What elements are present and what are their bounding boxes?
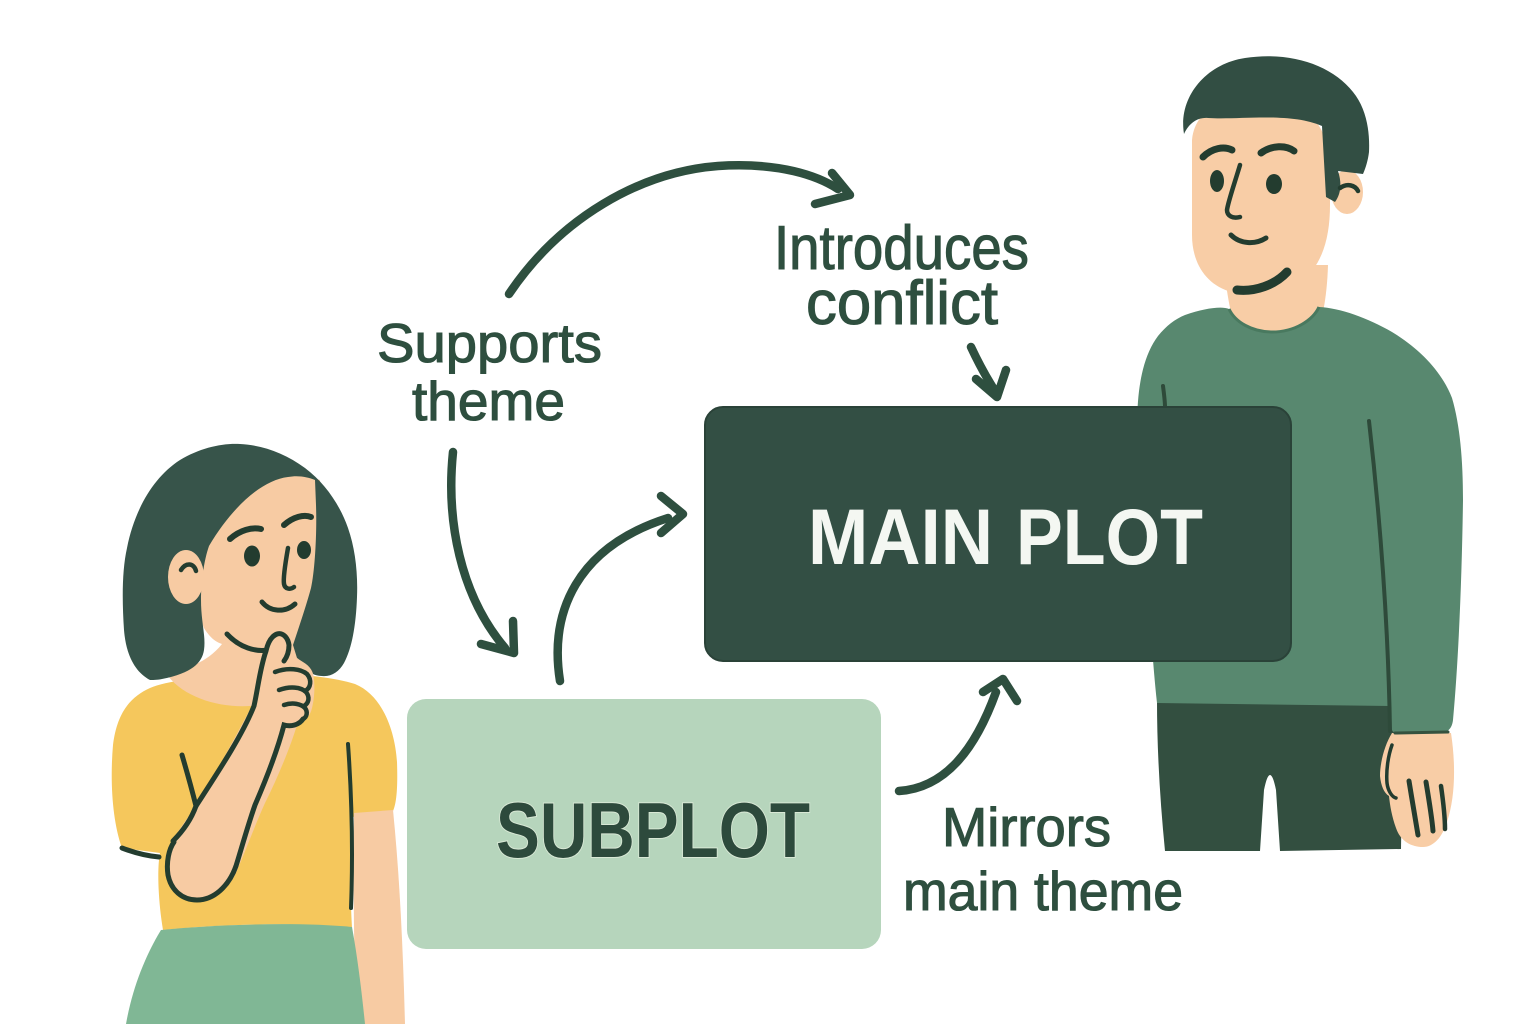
svg-text:Mirrors: Mirrors: [942, 796, 1111, 858]
svg-text:main theme: main theme: [903, 860, 1183, 922]
svg-text:MAIN: MAIN: [808, 492, 993, 581]
svg-text:Supports: Supports: [377, 312, 602, 374]
svg-text:SUBPLOT: SUBPLOT: [496, 786, 810, 874]
svg-text:PLOT: PLOT: [1016, 492, 1203, 581]
svg-text:theme: theme: [412, 370, 565, 432]
svg-text:Introduces: Introduces: [774, 214, 1029, 283]
svg-text:conflict: conflict: [806, 269, 998, 338]
